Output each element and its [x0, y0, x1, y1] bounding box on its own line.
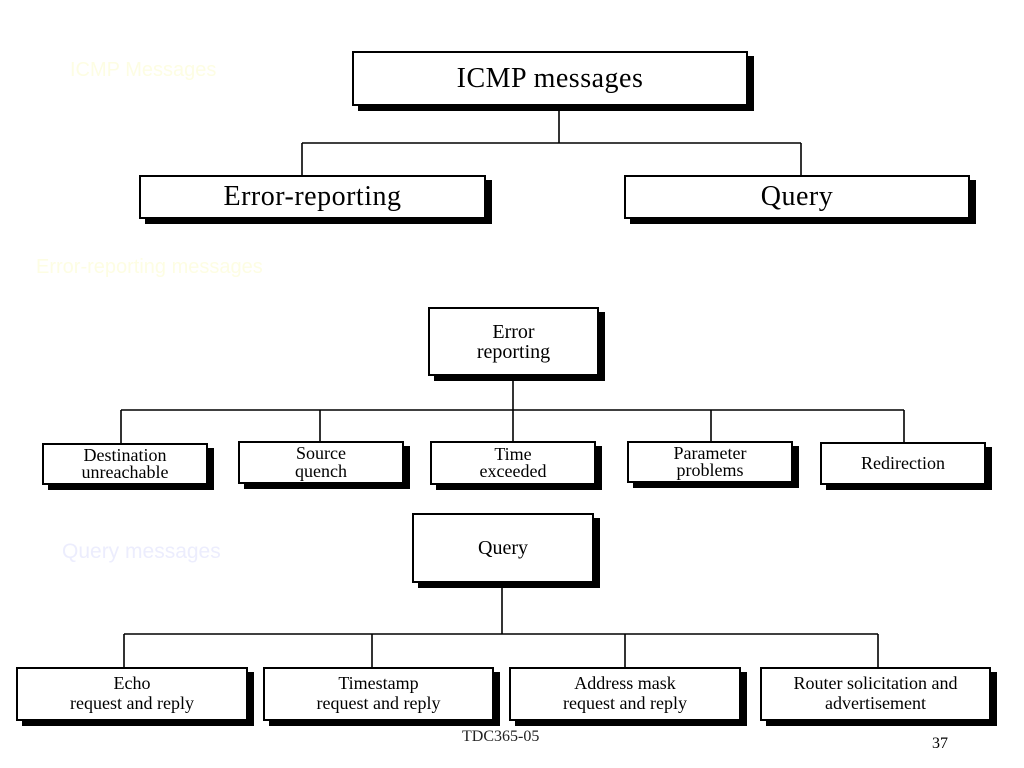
node-address-mask-request-reply: Address mask request and reply: [509, 667, 741, 721]
node-source-quench: Source quench: [238, 441, 404, 484]
node-query: Query: [624, 175, 970, 219]
node-redirection: Redirection: [820, 442, 986, 485]
node-timestamp-request-reply: Timestamp request and reply: [263, 667, 494, 721]
node-query-root: Query: [412, 513, 594, 583]
slide-title-icmp-messages: ICMP Messages: [70, 59, 217, 81]
slide-title-error-reporting-messages: Error-reporting messages: [36, 256, 263, 278]
page-number: 37: [932, 735, 948, 752]
node-icmp-messages: ICMP messages: [352, 51, 748, 106]
node-destination-unreachable: Destination unreachable: [42, 443, 208, 485]
node-time-exceeded: Time exceeded: [430, 441, 596, 485]
node-parameter-problems: Parameter problems: [627, 441, 793, 483]
footer-text: TDC365-05: [462, 728, 540, 745]
slide-title-query-messages: Query messages: [62, 540, 221, 563]
node-router-solicitation-advertisement: Router solicitation and advertisement: [760, 667, 991, 721]
node-error-reporting-root: Error reporting: [428, 307, 599, 376]
node-error-reporting: Error-reporting: [139, 175, 486, 219]
node-echo-request-reply: Echo request and reply: [16, 667, 248, 721]
